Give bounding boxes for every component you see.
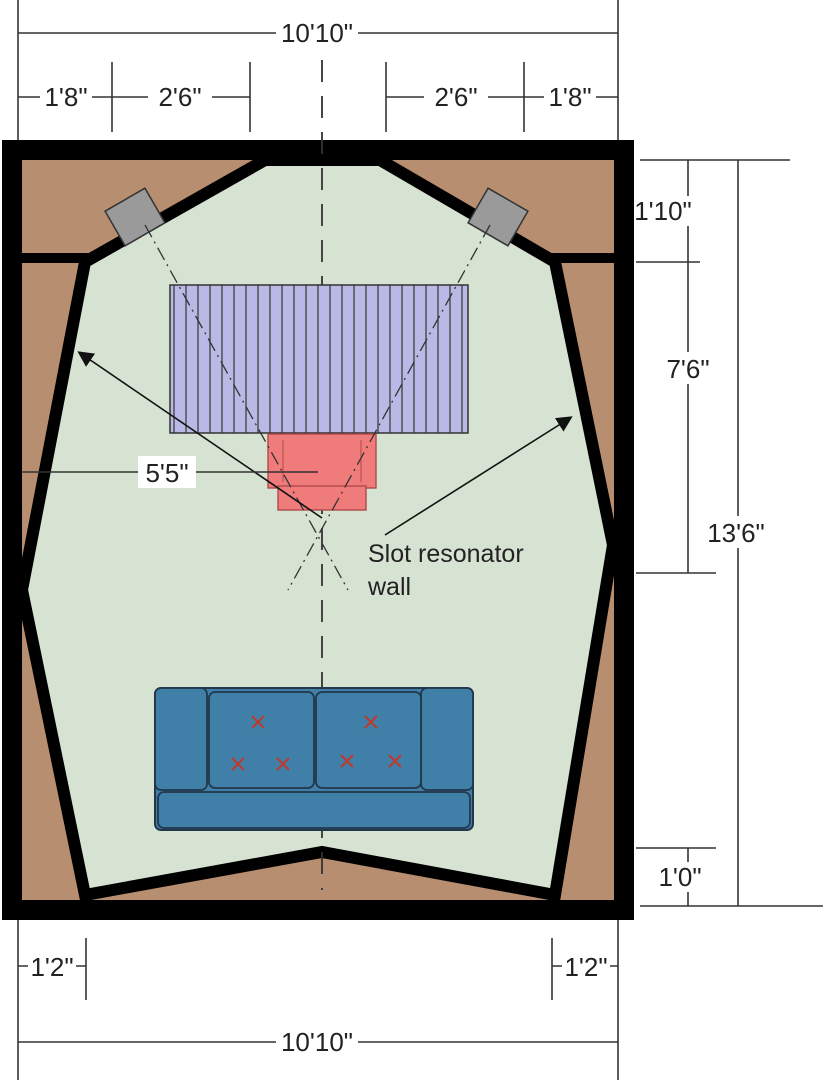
speaker-left (104, 187, 166, 247)
reflection-arrow-left (77, 351, 323, 519)
desk (169, 284, 469, 434)
reflection-arrow-right (384, 416, 573, 536)
speaker-right (467, 187, 529, 247)
room-outer-wall (2, 140, 634, 920)
right-top-label: 1'10" (634, 196, 692, 226)
sofa (154, 687, 474, 831)
speaker-sight-lines (144, 224, 491, 591)
right-total-label: 13'6" (707, 518, 765, 548)
slot-resonator-label-wall: wall (367, 573, 411, 601)
slot-resonator-label: Slot resonator (368, 540, 524, 568)
top-right-inner-label: 2'6" (434, 82, 477, 112)
bottom-right-label: 1'2" (564, 952, 607, 982)
right-dimensions: 1'10" 7'6" 13'6" 1'0" (634, 159, 823, 907)
bottom-total-label: 10'10" (281, 1027, 353, 1057)
top-left-inner-label: 2'6" (158, 82, 201, 112)
right-middle-label: 7'6" (666, 354, 709, 384)
bottom-dimensions: 1'2" 1'2" 10'10" (17, 920, 619, 1080)
right-bottom-label: 1'0" (658, 862, 701, 892)
top-left-outer-label: 1'8" (44, 82, 87, 112)
top-dimension-total: 10'10" (17, 0, 619, 140)
bottom-left-label: 1'2" (30, 952, 73, 982)
top-right-outer-label: 1'8" (548, 82, 591, 112)
top-total-label: 10'10" (281, 18, 353, 48)
listening-width-label: 5'5" (145, 458, 188, 488)
top-dimension-segments: 1'8" 2'6" 2'6" 1'8" (18, 62, 618, 132)
